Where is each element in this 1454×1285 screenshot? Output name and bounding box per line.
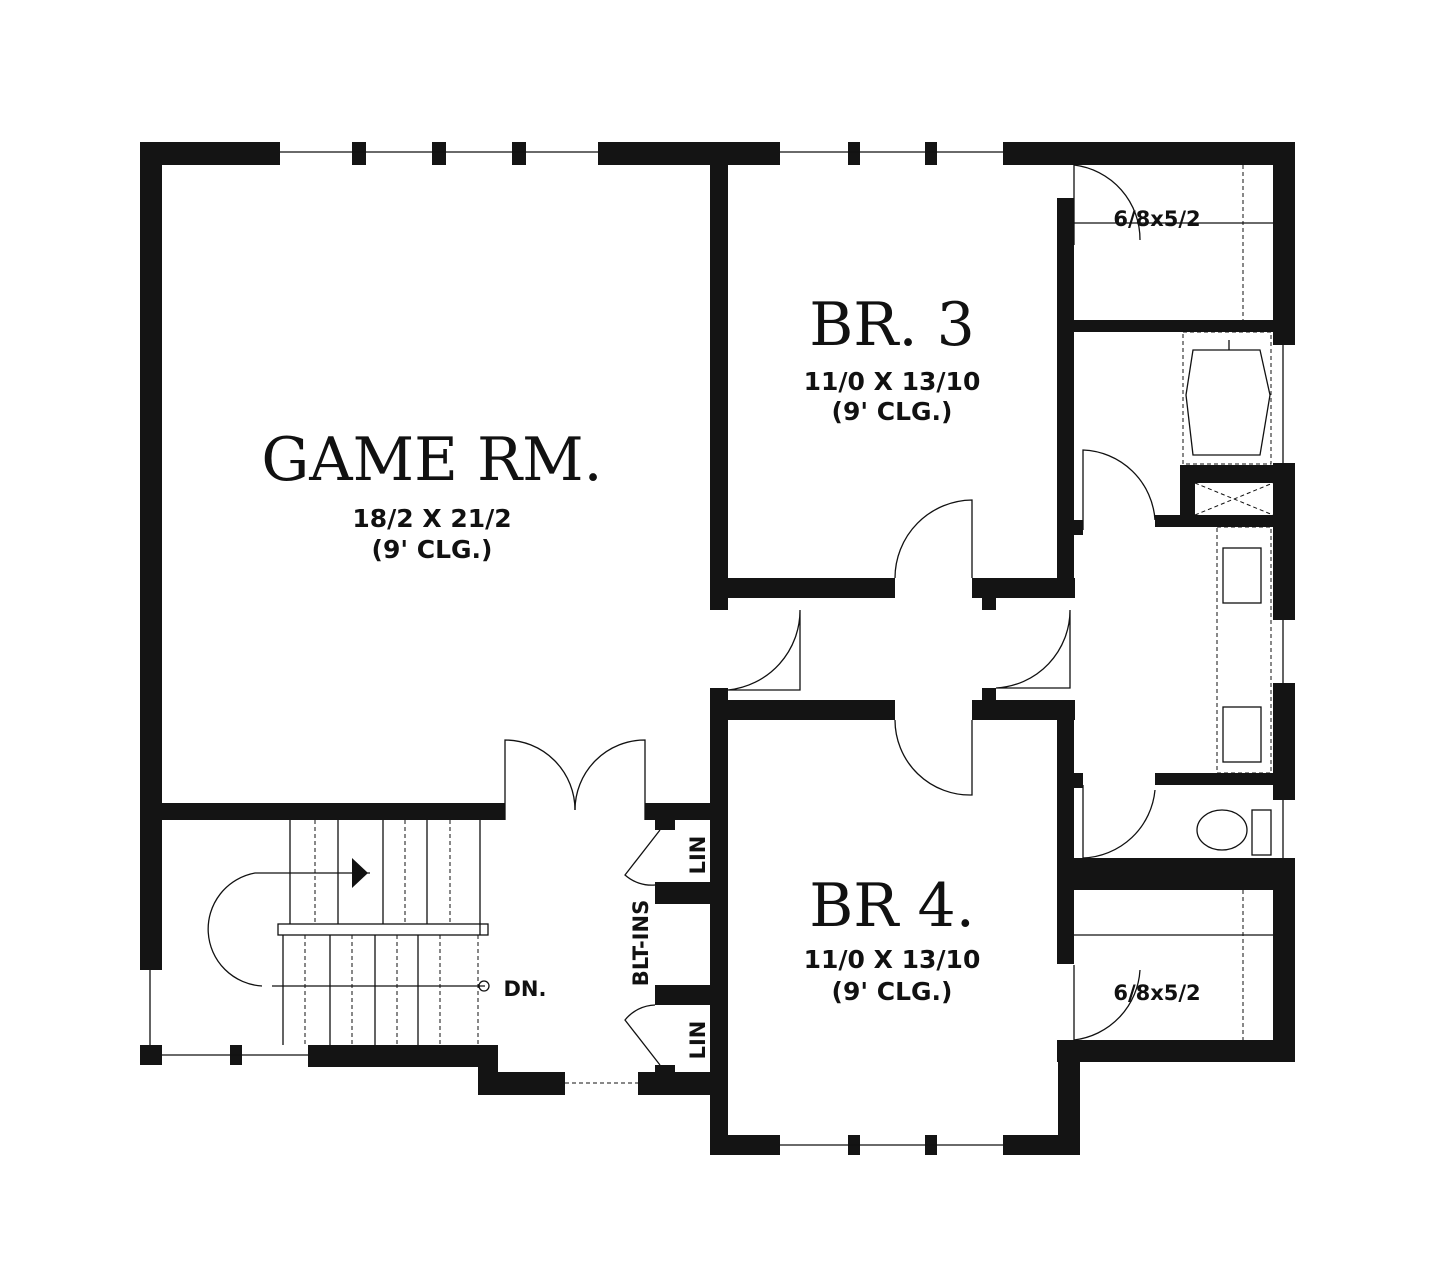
room-labels: GAME RM. 18/2 X 21/2 (9' CLG.) BR. 3 11/… xyxy=(261,207,1200,1059)
stairs-down-label: DN. xyxy=(504,977,547,1001)
closet-label-upper: 6/8x5/2 xyxy=(1113,207,1200,231)
walls xyxy=(140,142,1295,1155)
game-room-ceiling: (9' CLG.) xyxy=(372,535,493,564)
br3-size: 11/0 X 13/10 xyxy=(804,367,981,396)
linen-label-lower: LIN xyxy=(686,1021,710,1060)
game-room-name: GAME RM. xyxy=(261,425,602,495)
game-room-size: 18/2 X 21/2 xyxy=(352,504,511,533)
br4-size: 11/0 X 13/10 xyxy=(804,945,981,974)
builtins-label: BLT-INS xyxy=(629,900,653,986)
closet-label-lower: 6/8x5/2 xyxy=(1113,981,1200,1005)
linen-label-upper: LIN xyxy=(686,836,710,875)
staircase xyxy=(207,820,490,1045)
br3-name: BR. 3 xyxy=(809,290,975,360)
br3-ceiling: (9' CLG.) xyxy=(832,397,953,426)
stair-arrow-icon xyxy=(352,858,368,888)
br4-ceiling: (9' CLG.) xyxy=(832,977,953,1006)
windows-and-fixtures xyxy=(149,151,1284,1146)
br4-name: BR 4. xyxy=(809,871,975,941)
